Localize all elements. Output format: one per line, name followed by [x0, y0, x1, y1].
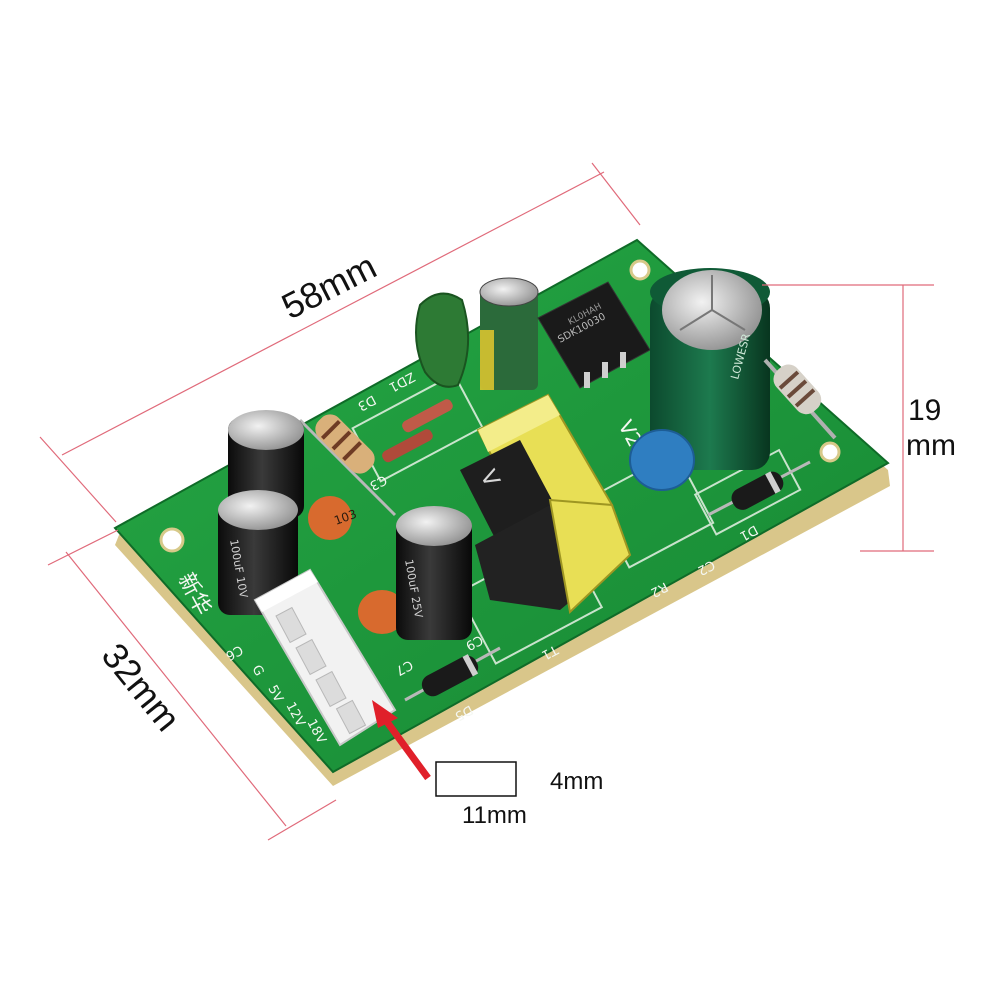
silk-c7: C7 [393, 656, 415, 677]
ceramic-capacitor-blue [629, 429, 695, 491]
resistor [298, 414, 397, 517]
silk-c6: C6 [223, 641, 245, 662]
silk-r2: R2 [648, 578, 670, 599]
ic-chip: SDK10030 KL0HAH [537, 281, 651, 389]
mounting-hole [629, 259, 651, 281]
output-connector [253, 568, 397, 747]
mounting-hole [819, 441, 841, 463]
diode-d3 [382, 399, 453, 463]
power-resistor [763, 358, 837, 440]
silk-t1: T1 [539, 641, 561, 662]
film-capacitor [415, 292, 470, 388]
electrolytic-capacitor-large: LOWESR [650, 268, 770, 470]
connector-height-label: 4mm [550, 768, 603, 795]
height-unit-label: mm [906, 429, 956, 462]
height-value-label: 19 [908, 394, 941, 427]
silk-c9: C9 [463, 631, 485, 652]
silk-c2: C2 [695, 556, 717, 577]
electrolytic-capacitor-c6: 100uF 10V [218, 490, 298, 615]
silk-c3: C3 [367, 471, 389, 492]
mounting-hole [159, 527, 185, 553]
connector-width-label: 11mm [462, 802, 527, 829]
transformer: V [460, 393, 632, 615]
dimension-lines [39, 162, 934, 841]
electrolytic-capacitor-small [479, 277, 539, 390]
diode-d1 [707, 460, 811, 517]
length-label: 58mm [275, 245, 383, 327]
connector-size-box [435, 761, 517, 797]
connector-arrow [372, 700, 431, 781]
ceramic-capacitor-orange [358, 590, 406, 634]
silk-pin-5v: 5V [264, 683, 285, 705]
diode-d5 [404, 646, 501, 702]
electrolytic-capacitor-c7: 100uF 25V [396, 506, 472, 640]
